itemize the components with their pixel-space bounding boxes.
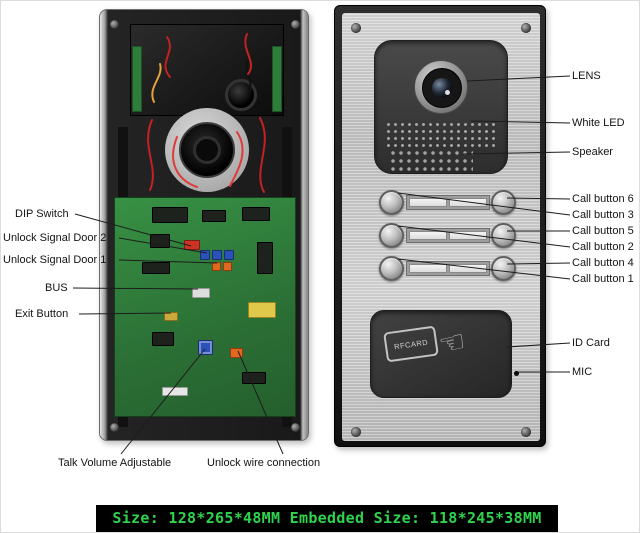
speaker-grille [389,149,473,171]
callout-label-lens: LENS [572,70,601,82]
callout-label-speaker: Speaker [572,146,613,158]
size-bar-text: Size: 128*265*48MM Embedded Size: 118*24… [112,509,542,527]
terminal-block [224,250,234,260]
screw-icon [110,20,119,29]
callout-label-unlock-wire: Unlock wire connection [207,457,321,469]
intercom-front-panel: RFCARD ☜ [334,5,546,447]
nameplate-cell [449,198,487,207]
mic-hole [514,371,519,376]
lens-glass [432,78,452,98]
intercom-internal-view [99,9,309,441]
terminal-block [212,250,222,260]
size-bar: Size: 128*265*48MM Embedded Size: 118*24… [96,505,558,532]
lens-glint [445,90,450,95]
screw-icon [110,423,119,432]
wire [229,131,244,187]
camera-pcb-edge [272,46,282,112]
nameplate-cell [409,198,447,207]
camera-panel [374,40,508,174]
screw-icon [351,23,361,33]
nameplate-window [406,195,490,210]
callout-label-dip-switch: DIP Switch [15,208,69,220]
callout-label-call-button-5: Call button 5 [572,225,634,237]
callout-label-call-button-1: Call button 1 [572,273,634,285]
ic-chip [152,332,174,346]
callout-label-id-card: ID Card [572,337,610,349]
callout-label-unlock-signal-door2: Unlock Signal Door 2 [3,232,107,244]
callout-label-exit-button: Exit Button [15,308,69,320]
exit-button-connector [164,312,178,321]
ic-chip [257,242,273,274]
wire [172,136,198,188]
callout-label-call-button-4: Call button 4 [572,257,634,269]
wiring [147,33,266,193]
nameplate-window [406,228,490,243]
terminal-block [223,262,232,271]
callout-label-talk-volume: Talk Volume Adjustable [58,457,172,469]
camera-pcb-edge [132,46,142,112]
callout-label-bus: BUS [45,282,68,294]
screw-icon [521,427,531,437]
nameplate-cell [409,264,447,273]
callout-label-call-button-3: Call button 3 [572,209,634,221]
wire [151,63,162,103]
screw-icon [521,23,531,33]
camera-module [130,24,284,116]
call-button-3 [379,190,404,215]
camera-lens-rear-icon [225,79,257,111]
callout-label-call-button-2: Call button 2 [572,241,634,253]
id-card-panel: RFCARD ☜ [370,310,512,398]
call-button-4 [491,256,516,281]
nameplate-cell [409,231,447,240]
rfid-card-label: RFCARD [393,337,429,351]
call-button-6 [491,190,516,215]
wire [245,59,252,98]
nameplate-cell [449,231,487,240]
ic-chip [242,207,270,221]
wire [164,36,171,78]
callout-label-call-button-6: Call button 6 [572,193,634,205]
wire [147,119,154,191]
screw-icon [351,427,361,437]
lens-icon [414,60,468,114]
lens-barrel [422,68,462,108]
nameplate-window [406,261,490,276]
callout-label-mic: MIC [572,366,593,378]
screw-icon [291,20,300,29]
wire [244,33,253,75]
hand-icon: ☜ [435,323,470,364]
callout-label-unlock-signal-door1: Unlock Signal Door 1 [3,254,107,266]
call-button-1 [379,256,404,281]
nameplate-cell [449,264,487,273]
ic-chip [202,210,226,222]
call-button-2 [379,223,404,248]
rfid-card-icon: RFCARD [383,325,439,363]
speaker-magnet [193,136,221,164]
screw-icon [291,423,300,432]
label-sticker [248,302,276,318]
white-led-grid [385,121,497,147]
call-button-5 [491,223,516,248]
bus-connector [192,288,210,298]
callout-label-white-led: White LED [572,117,625,129]
wire [259,117,266,193]
